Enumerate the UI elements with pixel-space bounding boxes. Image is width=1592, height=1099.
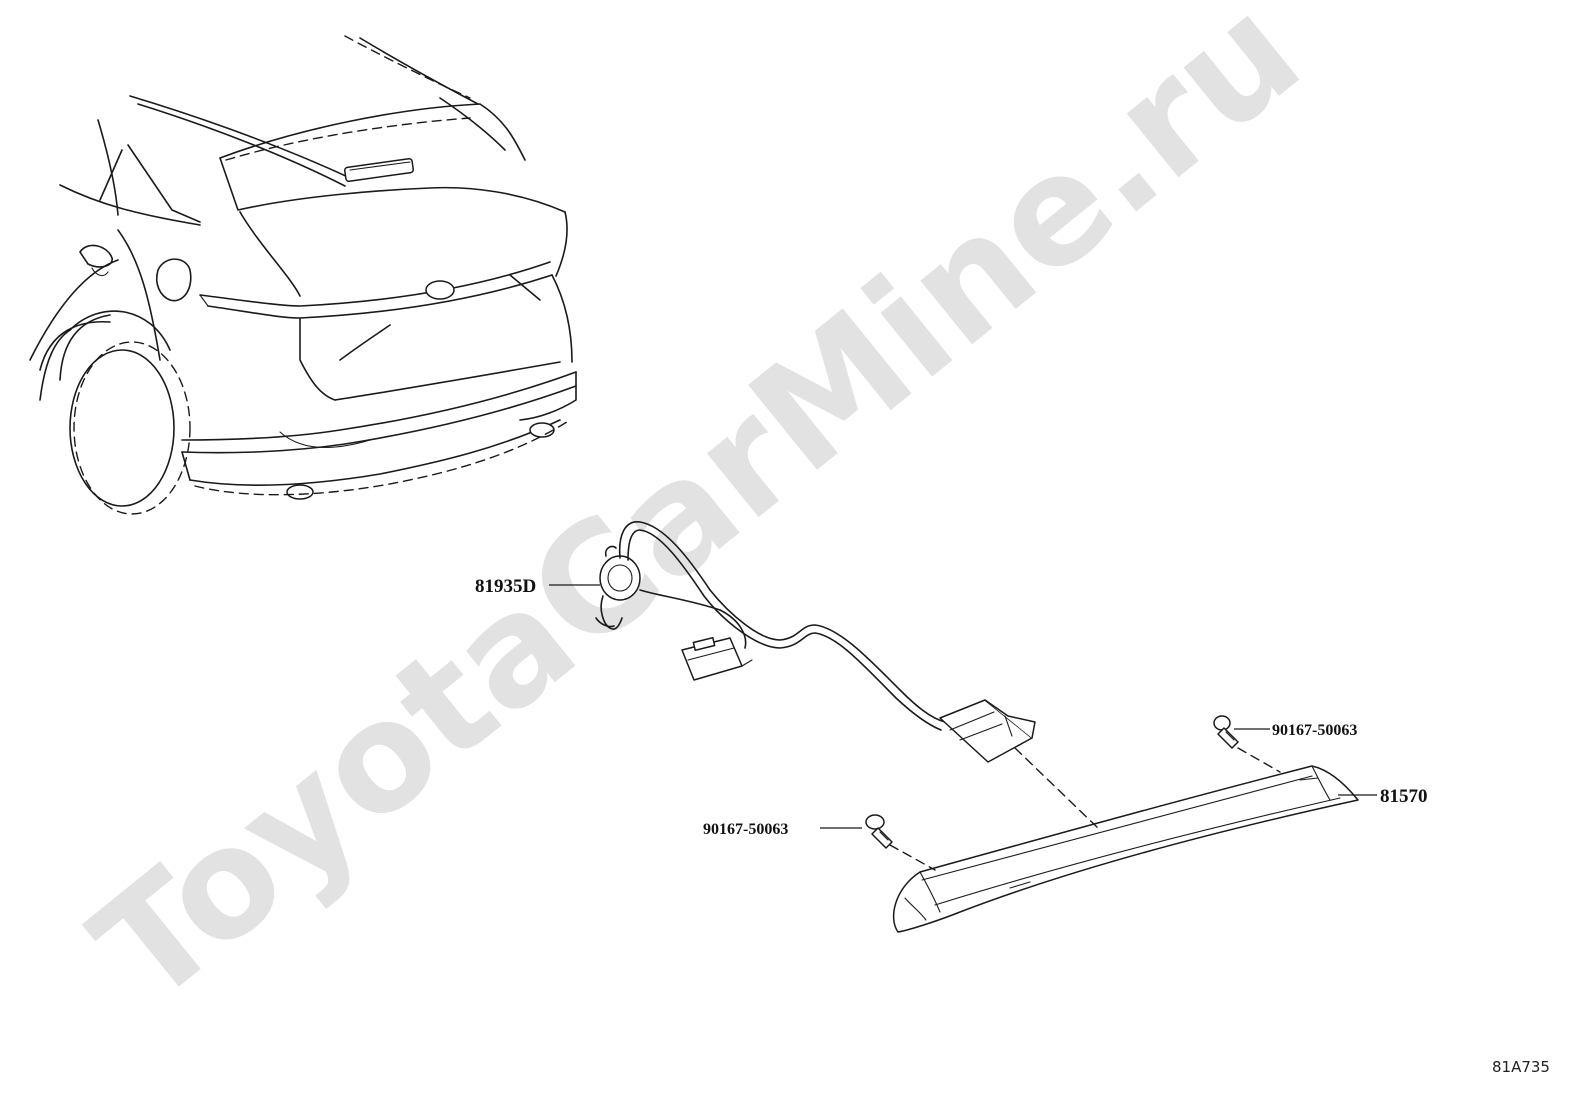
wire-harness-81935d xyxy=(595,521,1036,763)
screw-lower xyxy=(865,814,893,849)
part-label-90167-50063-upper[interactable]: 90167-50063 xyxy=(1272,722,1357,739)
assembly-lines xyxy=(889,747,1281,871)
part-label-81935d[interactable]: 81935D xyxy=(475,576,536,597)
screw-upper xyxy=(1213,715,1239,749)
part-label-81570[interactable]: 81570 xyxy=(1380,786,1428,807)
diagram-reference-code: 81A735 xyxy=(1492,1058,1550,1076)
leader-lines xyxy=(549,584,1377,829)
watermark: ToyotaCarMine.ru xyxy=(63,0,1332,1038)
part-label-90167-50063-lower[interactable]: 90167-50063 xyxy=(703,821,788,838)
high-mount-stop-lamp-81570 xyxy=(892,765,1359,933)
vehicle-rear-illustration xyxy=(29,35,577,515)
